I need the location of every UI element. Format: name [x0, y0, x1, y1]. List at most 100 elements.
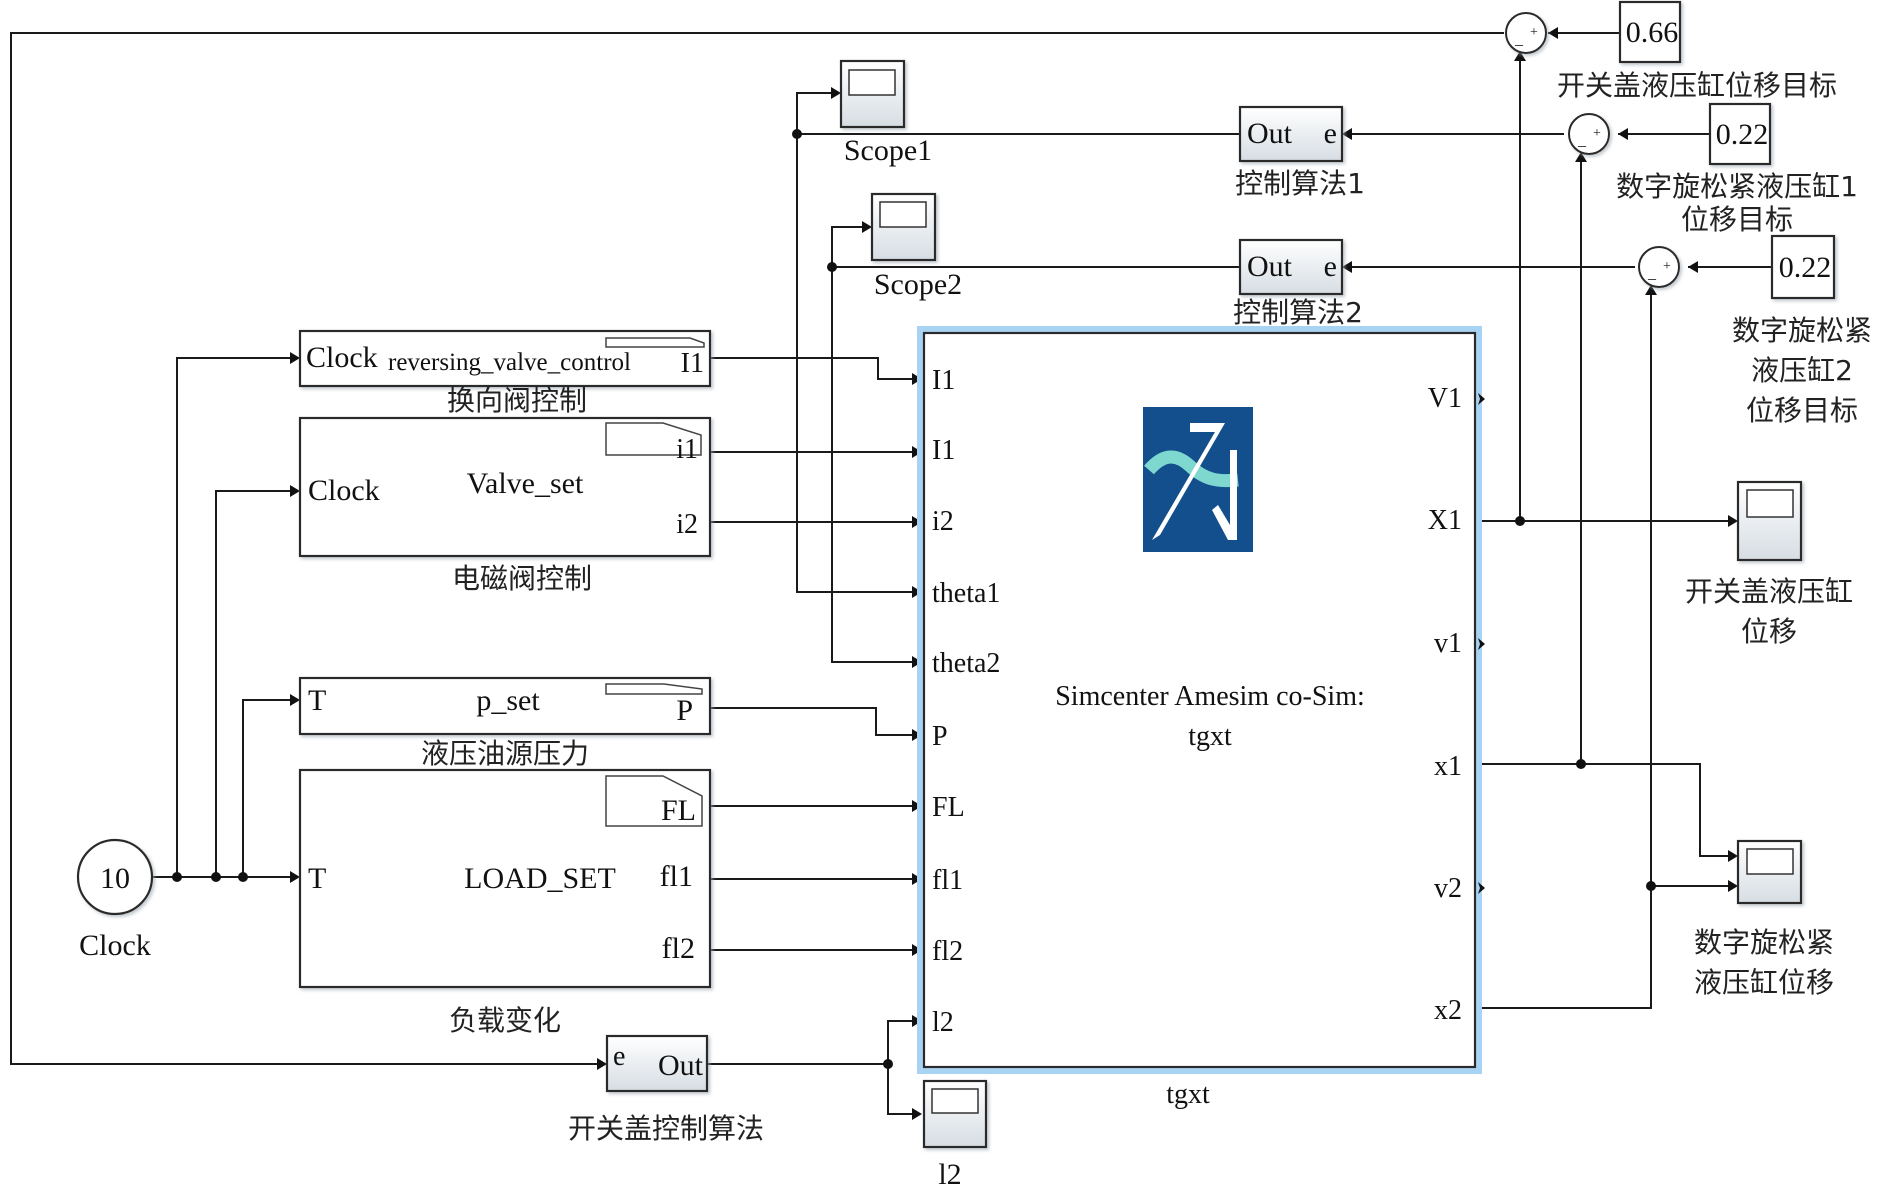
target-rot1[interactable]: 0.22 数字旋松紧液压缸1 位移目标	[1616, 102, 1858, 236]
scope-l2-caption: l2	[938, 1158, 961, 1191]
clock-label: Clock	[79, 929, 151, 962]
amesim-cosim-block[interactable]: Simcenter Amesim co-Sim: tgxt tgxt I1 I1…	[917, 326, 1485, 1110]
wire-l2[interactable]	[706, 1020, 914, 1065]
clock-block[interactable]: 10 Clock	[76, 838, 154, 962]
pset-output-port: P	[676, 694, 693, 727]
target-rot2-caption-2: 液压缸2	[1751, 354, 1853, 387]
valve-set-block[interactable]: Clock Valve_set i1 i2 电磁阀控制	[298, 416, 712, 595]
wire-P[interactable]	[710, 707, 914, 736]
controller1-caption: 控制算法1	[1235, 167, 1365, 200]
target-rot1-caption-1: 数字旋松紧液压缸1	[1616, 170, 1858, 203]
amesim-logo-icon	[1143, 407, 1253, 552]
port-chevron-icon	[1478, 393, 1485, 405]
wire-theta2[interactable]	[831, 266, 1240, 663]
input-port-label: theta1	[932, 578, 1000, 609]
scope1-caption: Scope1	[844, 134, 932, 167]
wire-x2[interactable]	[1475, 295, 1652, 1009]
controller2-output: Out	[1247, 250, 1293, 283]
scope-screen-icon	[848, 69, 896, 96]
controller1-block[interactable]: Out e 控制算法1	[1235, 105, 1365, 200]
wire-clock-reversing[interactable]	[176, 357, 290, 877]
input-port-label: P	[932, 721, 948, 752]
scope-screen-icon	[931, 1088, 979, 1114]
scope-screen-icon	[1746, 489, 1794, 518]
wire-l2-scope[interactable]	[887, 1064, 914, 1115]
target-rot1-value: 0.22	[1716, 118, 1769, 151]
valve-output-i1: i1	[676, 434, 698, 465]
valve-output-i2: i2	[676, 509, 698, 540]
target-lid[interactable]: 0.66 开关盖液压缸位移目标	[1557, 0, 1837, 102]
sum-minus: _	[1647, 265, 1657, 282]
wire-scope2[interactable]	[831, 226, 864, 267]
sum-block-rot2[interactable]: + _	[1638, 246, 1680, 288]
scope-lid-caption-2: 位移	[1741, 615, 1797, 648]
output-port-label: x1	[1434, 751, 1462, 782]
wire-I1[interactable]	[710, 357, 914, 380]
loadset-name: LOAD_SET	[464, 862, 616, 895]
controller1-input: e	[1324, 117, 1337, 150]
load-set-block[interactable]: T LOAD_SET FL fl1 fl2 负载变化	[298, 768, 712, 1037]
sum-plus: +	[1663, 259, 1671, 274]
input-port-label: I1	[932, 435, 955, 466]
file-icon	[605, 337, 705, 348]
clock-value: 10	[100, 862, 130, 895]
file-icon	[605, 775, 703, 827]
sum-block-lid[interactable]: + _	[1505, 12, 1547, 54]
cosim-title-2: tgxt	[1188, 721, 1232, 752]
input-port-label: FL	[932, 792, 965, 823]
wire-lid-error[interactable]	[10, 32, 1504, 1065]
cosim-caption: tgxt	[1166, 1079, 1210, 1110]
pset-name: p_set	[476, 684, 540, 717]
sum-plus: +	[1593, 126, 1601, 141]
scope2[interactable]: Scope2	[870, 192, 962, 301]
scope-l2[interactable]: l2	[922, 1079, 988, 1191]
wire-theta1[interactable]	[796, 133, 1240, 593]
selection-highlight	[917, 326, 1482, 1074]
sum-block-rot1[interactable]: + _	[1568, 113, 1610, 155]
target-lid-caption: 开关盖液压缸位移目标	[1557, 69, 1837, 102]
loadset-output-FL: FL	[661, 794, 696, 827]
junction-dots	[172, 129, 1656, 1069]
valve-input-port: Clock	[308, 474, 380, 507]
scope1[interactable]: Scope1	[839, 59, 932, 167]
sum-minus: _	[1514, 31, 1524, 48]
lid-controller-output: Out	[658, 1049, 704, 1082]
port-chevron-icon	[1478, 882, 1485, 894]
reversing-caption: 换向阀控制	[447, 384, 587, 417]
controller2-block[interactable]: Out e 控制算法2	[1233, 238, 1363, 329]
target-rot2-value: 0.22	[1779, 251, 1832, 284]
signal-wires	[10, 32, 1772, 1115]
target-rot2-caption-3: 位移目标	[1746, 394, 1858, 427]
reversing-output-port: I1	[681, 348, 704, 379]
input-port-label: theta2	[932, 648, 1000, 679]
sum-plus: +	[1530, 25, 1538, 40]
wire-clock-valve[interactable]	[215, 490, 290, 877]
controller1-output: Out	[1247, 117, 1293, 150]
scope-lid-displacement[interactable]: 开关盖液压缸 位移	[1685, 480, 1853, 648]
wire-clock-pset[interactable]	[242, 699, 290, 877]
p-set-block[interactable]: T p_set P 液压油源压力	[298, 676, 712, 770]
scope-screen-icon	[879, 201, 927, 228]
reversing-name: reversing_valve_control	[388, 349, 631, 376]
scope-rotary-displacement[interactable]: 数字旋松紧 液压缸位移	[1694, 839, 1834, 999]
valve-set-name: Valve_set	[467, 467, 584, 500]
scope-rot-caption-1: 数字旋松紧	[1694, 926, 1834, 959]
wire-x1[interactable]	[1475, 763, 1730, 857]
scope-rot-caption-2: 液压缸位移	[1694, 966, 1834, 999]
wire-scope1[interactable]	[796, 92, 833, 134]
loadset-output-fl2: fl2	[662, 932, 695, 965]
lid-controller-block[interactable]: e Out 开关盖控制算法	[568, 1034, 764, 1145]
reversing-input-port: Clock	[306, 341, 378, 374]
output-port-label: X1	[1428, 505, 1462, 536]
sum-minus: _	[1577, 132, 1587, 149]
lid-controller-input: e	[613, 1041, 625, 1072]
cosim-title-1: Simcenter Amesim co-Sim:	[1055, 681, 1365, 712]
reversing-valve-block[interactable]: Clock reversing_valve_control I1 换向阀控制	[298, 329, 712, 417]
controller2-caption: 控制算法2	[1233, 296, 1363, 329]
target-rot2-caption-1: 数字旋松紧	[1732, 314, 1872, 347]
target-rot2[interactable]: 0.22 数字旋松紧 液压缸2 位移目标	[1732, 234, 1872, 427]
file-icon	[605, 422, 702, 456]
output-port-label: v1	[1434, 628, 1462, 659]
lid-controller-caption: 开关盖控制算法	[568, 1112, 764, 1145]
